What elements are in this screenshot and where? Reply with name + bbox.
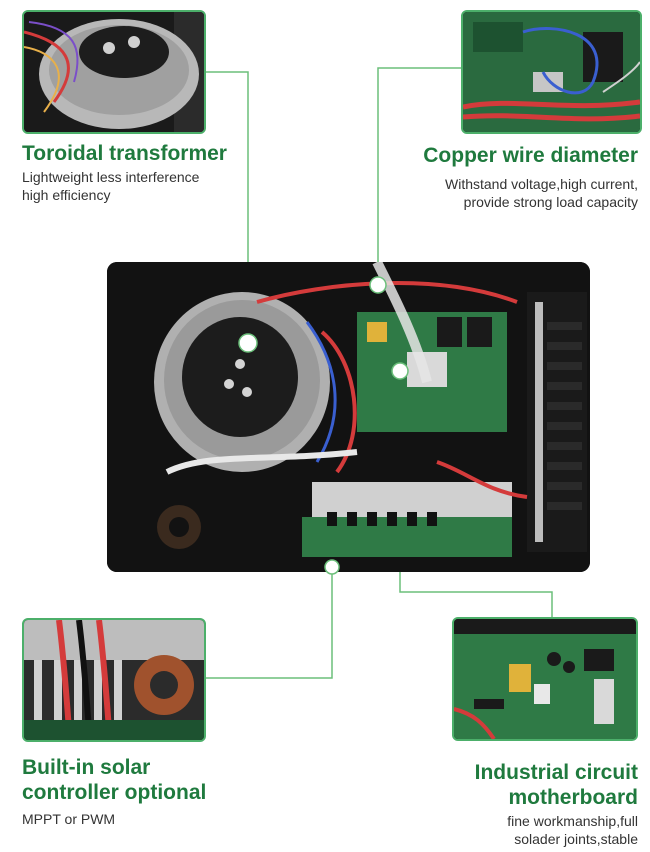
- copper-wire-thumbnail: [461, 10, 642, 134]
- solar-title-line2: controller optional: [22, 781, 207, 804]
- motherboard-thumbnail: [452, 617, 638, 741]
- transformer-thumbnail: [22, 10, 206, 134]
- motherboard-title-line2: motherboard: [508, 786, 638, 809]
- inverter-interior-photo: [107, 262, 590, 572]
- transformer-title: Toroidal transformer: [22, 142, 227, 165]
- motherboard-desc-line2: solader joints,stable: [514, 831, 638, 847]
- transformer-desc-line1: Lightweight less interference: [22, 169, 200, 185]
- transformer-desc-line2: high efficiency: [22, 187, 111, 203]
- copper-desc-line2: provide strong load capacity: [463, 194, 638, 210]
- solar-controller-thumbnail: [22, 618, 206, 742]
- copper-title: Copper wire diameter: [423, 144, 638, 167]
- copper-desc-line1: Withstand voltage,high current,: [445, 176, 638, 192]
- motherboard-desc-line1: fine workmanship,full: [507, 813, 638, 829]
- solar-desc-line1: MPPT or PWM: [22, 811, 116, 827]
- motherboard-title-line1: Industrial circuit: [474, 761, 638, 784]
- solar-title-line1: Built-in solar: [22, 756, 151, 779]
